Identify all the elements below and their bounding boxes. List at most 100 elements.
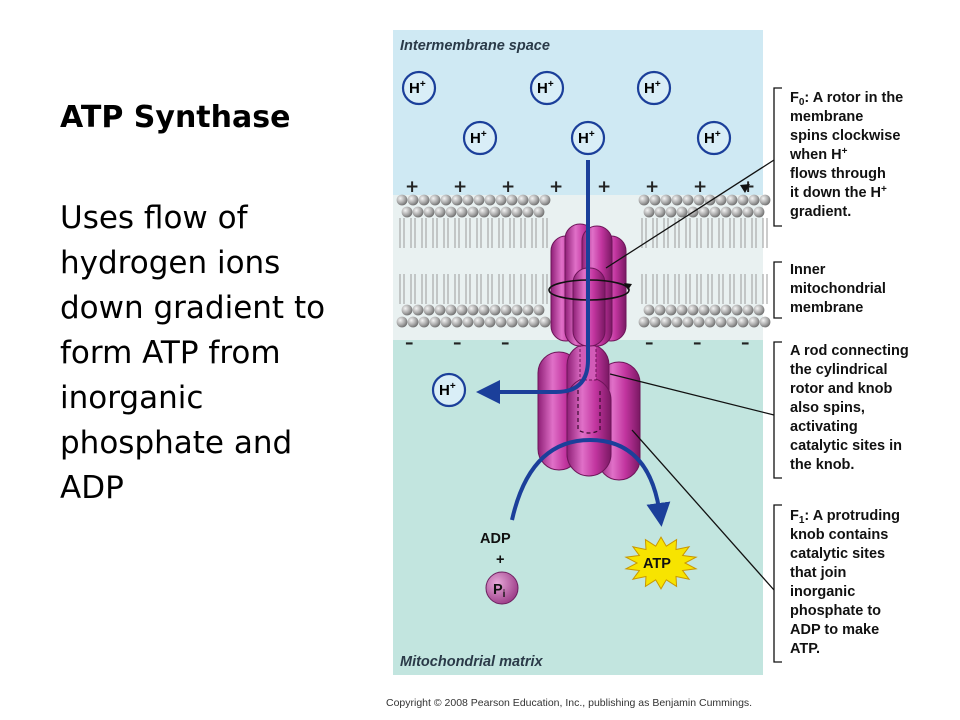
- lipid-head: [720, 206, 732, 218]
- slide-title: ATP Synthase: [60, 100, 291, 135]
- lipid-head: [522, 206, 534, 218]
- lipid-head: [478, 206, 490, 218]
- hydrogen-ion: [431, 372, 467, 408]
- lipid-head: [495, 194, 507, 206]
- lipid-head: [726, 316, 738, 328]
- lipid-head: [676, 206, 688, 218]
- lipid-head: [698, 206, 710, 218]
- lipid-head: [676, 304, 688, 316]
- positive-charge: +: [549, 177, 563, 197]
- lipid-head: [720, 304, 732, 316]
- lipid-head: [704, 316, 716, 328]
- lipid-head: [473, 194, 485, 206]
- positive-charge: +: [501, 177, 515, 197]
- callout-f1-knob: F1: A protruding knob contains catalytic…: [790, 508, 904, 657]
- region-label-matrix: Mitochondrial matrix: [400, 654, 544, 670]
- lipid-head: [434, 304, 446, 316]
- lipid-head: [451, 316, 463, 328]
- lipid-head: [682, 194, 694, 206]
- lipid-head: [484, 194, 496, 206]
- lipid-head: [742, 206, 754, 218]
- lipid-head: [489, 304, 501, 316]
- lipid-head: [396, 316, 408, 328]
- region-label-intermembrane: Intermembrane space: [400, 38, 550, 54]
- lipid-head: [671, 316, 683, 328]
- lipid-head: [500, 206, 512, 218]
- lipid-head: [506, 316, 518, 328]
- positive-charge-row: ++++++++: [405, 177, 755, 197]
- lipid-head: [473, 316, 485, 328]
- lipid-head: [511, 304, 523, 316]
- positive-charge: +: [597, 177, 611, 197]
- lipid-head: [539, 194, 551, 206]
- lipid-head: [748, 194, 760, 206]
- lipid-head: [500, 304, 512, 316]
- lipid-head: [660, 194, 672, 206]
- lipid-head: [528, 194, 540, 206]
- hydrogen-ion-label: H+: [470, 129, 487, 147]
- lipid-head: [660, 316, 672, 328]
- lipid-head: [511, 206, 523, 218]
- lipid-head: [517, 316, 529, 328]
- callout-rod: A rod connecting the cylindrical rotor a…: [790, 343, 913, 473]
- lipid-head: [423, 206, 435, 218]
- lipid-head: [478, 304, 490, 316]
- lipid-head: [665, 304, 677, 316]
- lipid-head: [434, 206, 446, 218]
- lipid-head: [753, 206, 765, 218]
- lipid-head: [693, 316, 705, 328]
- lipid-head: [539, 316, 551, 328]
- adp-label: ADP: [480, 531, 511, 547]
- lipid-head: [522, 304, 534, 316]
- lipid-head: [423, 304, 435, 316]
- lipid-head: [671, 194, 683, 206]
- negative-charge: –: [645, 333, 654, 353]
- hydrogen-ion: [636, 70, 672, 106]
- lipid-head: [440, 194, 452, 206]
- negative-charge: –: [741, 333, 750, 353]
- lipid-head: [412, 206, 424, 218]
- lipid-head: [731, 304, 743, 316]
- lipid-head: [737, 194, 749, 206]
- hydrogen-ion-label: H+: [409, 79, 426, 97]
- lipid-head: [429, 316, 441, 328]
- hydrogen-ion-label: H+: [704, 129, 721, 147]
- lipid-head: [748, 316, 760, 328]
- lipid-head: [456, 206, 468, 218]
- lipid-head: [451, 194, 463, 206]
- lipid-head: [638, 316, 650, 328]
- adp-plus-sign: +: [496, 552, 504, 568]
- lipid-head: [407, 194, 419, 206]
- negative-charge-row: ––––––: [405, 333, 750, 353]
- copyright-notice: Copyright © 2008 Pearson Education, Inc.…: [386, 697, 753, 709]
- hydrogen-ion-label: H+: [439, 381, 456, 399]
- positive-charge: +: [453, 177, 467, 197]
- hydrogen-ion: [570, 120, 606, 156]
- lipid-head: [759, 194, 771, 206]
- lipid-head: [517, 194, 529, 206]
- lipid-head: [396, 194, 408, 206]
- negative-charge: –: [501, 333, 510, 353]
- callout-f0-rotor: F0: A rotor in the membrane spins clockw…: [789, 90, 907, 220]
- positive-charge: +: [645, 177, 659, 197]
- lipid-head: [506, 194, 518, 206]
- atp-star: [624, 536, 698, 590]
- lipid-head: [401, 304, 413, 316]
- intermembrane-space: [393, 30, 763, 210]
- lipid-head: [445, 206, 457, 218]
- hydrogen-ion: [401, 70, 437, 106]
- atp-label: ATP: [643, 556, 671, 572]
- lipid-head: [759, 316, 771, 328]
- hydrogen-ions: H+H+H+H+H+H+H+: [401, 70, 732, 408]
- lipid-head: [418, 316, 430, 328]
- hydrogen-ion: [462, 120, 498, 156]
- lipid-head: [731, 206, 743, 218]
- lipid-head: [467, 206, 479, 218]
- lipid-head: [407, 316, 419, 328]
- proton-flow-arrow: [476, 160, 590, 404]
- lipid-head: [418, 194, 430, 206]
- lipid-head: [654, 304, 666, 316]
- lipid-head: [643, 304, 655, 316]
- callout-brackets: [605, 87, 782, 663]
- lipid-head: [698, 304, 710, 316]
